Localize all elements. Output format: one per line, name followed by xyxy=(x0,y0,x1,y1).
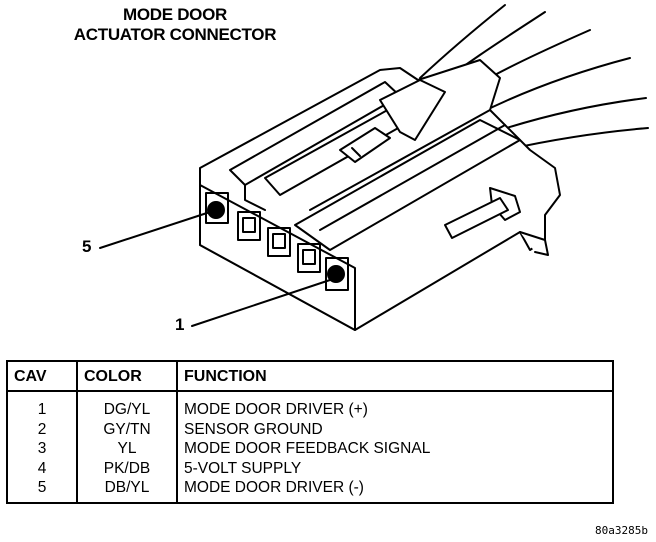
title-line-2: ACTUATOR CONNECTOR xyxy=(73,25,277,44)
cell-function: SENSOR GROUND xyxy=(176,419,614,439)
table-row: 1 DG/YL MODE DOOR DRIVER (+) xyxy=(6,391,614,420)
callout-pin-5: 5 xyxy=(82,237,92,256)
header-cav: CAV xyxy=(6,360,78,392)
cell-cav: 2 xyxy=(6,419,78,439)
cell-function: MODE DOOR DRIVER (+) xyxy=(176,391,614,420)
cell-cav: 3 xyxy=(6,439,78,459)
table-row: 2 GY/TN SENSOR GROUND xyxy=(6,419,614,439)
cell-cav: 1 xyxy=(6,391,78,420)
cell-color: YL xyxy=(76,439,178,459)
figure-code: 80a3285b xyxy=(595,524,648,537)
cell-function: 5-VOLT SUPPLY xyxy=(176,458,614,478)
header-function: FUNCTION xyxy=(176,360,614,392)
cavity-row xyxy=(205,192,349,291)
connector-body xyxy=(199,59,561,331)
cavity-4 xyxy=(237,211,261,241)
cell-color: PK/DB xyxy=(76,458,178,478)
cell-function: MODE DOOR DRIVER (-) xyxy=(176,478,614,504)
cavity-5 xyxy=(205,192,229,224)
title-line-1: MODE DOOR xyxy=(122,5,228,24)
leader-line-5 xyxy=(99,211,211,249)
cell-cav: 5 xyxy=(6,478,78,504)
pinout-table: CAV COLOR FUNCTION 1 DG/YL MODE DOOR DRI… xyxy=(6,360,614,504)
callout-pin-1: 1 xyxy=(175,315,185,334)
leader-line-1 xyxy=(191,279,331,327)
table-header-row: CAV COLOR FUNCTION xyxy=(6,360,614,392)
cavity-3 xyxy=(267,227,291,257)
table-row: 4 PK/DB 5-VOLT SUPPLY xyxy=(6,458,614,478)
cavity-2 xyxy=(297,243,321,273)
header-color: COLOR xyxy=(76,360,178,392)
diagram-title: MODE DOOR ACTUATOR CONNECTOR xyxy=(40,5,310,45)
table-row: 5 DB/YL MODE DOOR DRIVER (-) xyxy=(6,478,614,504)
cell-function: MODE DOOR FEEDBACK SIGNAL xyxy=(176,439,614,459)
cell-color: DB/YL xyxy=(76,478,178,504)
cell-cav: 4 xyxy=(6,458,78,478)
cavity-1 xyxy=(325,257,349,291)
cell-color: DG/YL xyxy=(76,391,178,420)
table-row: 3 YL MODE DOOR FEEDBACK SIGNAL xyxy=(6,439,614,459)
cell-color: GY/TN xyxy=(76,419,178,439)
